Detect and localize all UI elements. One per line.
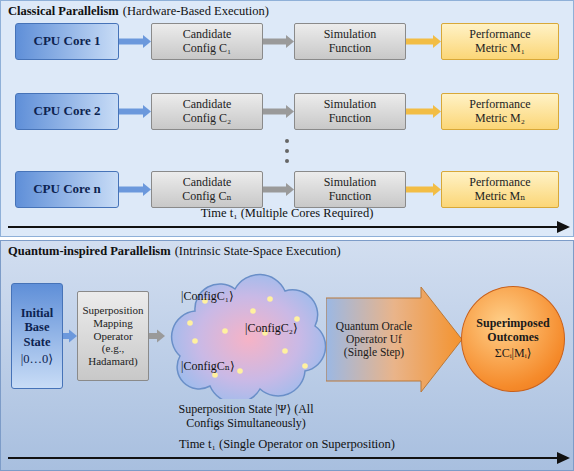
function-box: Simulation Function [294, 171, 406, 208]
panel-title: Quantum-inspired Parallelism (Intrinsic S… [8, 244, 341, 259]
box-label: Simulation Function [314, 98, 386, 126]
metric-box: Performance Metric M₂ [441, 93, 559, 130]
metric-box: Performance Metric Mₙ [441, 171, 559, 208]
state-ket: |ConfigC₁⟩ [181, 289, 234, 304]
box-label: Simulation Function [314, 28, 386, 56]
config-box: Candidate Config C₁ [151, 23, 263, 60]
box-label: ΣCᵢ|Mᵢ⟩ [495, 347, 532, 361]
panel-region: Quantum-inspired Parallelism (Intrinsic S… [0, 240, 574, 471]
function-box: Simulation Function [294, 93, 406, 130]
flow-arrow [63, 330, 77, 343]
state-ket: |ConfigCₙ⟩ [181, 359, 235, 374]
box-label: Candidate Config Cₙ [171, 176, 243, 204]
box-label: |0…0⟩ [21, 352, 53, 366]
box-label: Simulation Function [314, 176, 386, 204]
box-label: CPU Core n [33, 182, 101, 197]
flow-arrow [119, 183, 151, 196]
box-label: Initial Base State [12, 306, 62, 349]
flow-arrow [149, 330, 165, 343]
panel-title: Classical Parallelism (Hardware-Based Exe… [8, 4, 269, 19]
superposition-cloud: |ConfigC₁⟩|ConfigC₂⟩|ConfigCₙ⟩Superposit… [165, 271, 327, 399]
cpu-core-box: CPU Core 2 [15, 93, 119, 130]
box-label: CPU Core 2 [34, 104, 101, 119]
function-box: Simulation Function [294, 23, 406, 60]
box-label: Performance Metric M₁ [458, 28, 542, 56]
cpu-core-box: CPU Core n [15, 171, 119, 208]
flow-arrow [119, 105, 151, 118]
cloud-caption: Superposition State |Ψ⟩ (All Configs Sim… [165, 402, 327, 431]
panel-title-sub: (Intrinsic State-Space Execution) [175, 244, 341, 258]
outcome-circle: Superimposed OutcomesΣCᵢ|Mᵢ⟩ [461, 286, 565, 392]
time-axis-label: Time t₁ (Multiple Cores Required) [0, 206, 574, 221]
panel-title-sub: (Hardware-Based Execution) [123, 4, 269, 18]
box-label: CPU Core 1 [34, 34, 101, 49]
box-label: Performance Metric M₂ [458, 98, 542, 126]
flow-arrow [263, 35, 294, 48]
box-label: Candidate Config C₁ [171, 28, 243, 56]
flow-arrow [263, 105, 294, 118]
panel-region: Classical Parallelism (Hardware-Based Exe… [0, 0, 574, 237]
time-axis-label: Time t₁ (Single Operator on Superpositio… [0, 437, 574, 452]
flow-arrow [119, 35, 151, 48]
box-label: Candidate Config C₂ [171, 98, 243, 126]
box-label: Superimposed Outcomes [470, 317, 556, 345]
state-ket: |ConfigC₂⟩ [245, 321, 298, 336]
oracle-arrow: Quantum Oracle Operator Uf (Single Step) [326, 286, 463, 393]
cpu-core-box: CPU Core 1 [15, 23, 119, 60]
config-box: Candidate Config Cₙ [151, 171, 263, 208]
config-box: Candidate Config C₂ [151, 93, 263, 130]
state-box: Initial Base State |0…0⟩ [11, 283, 63, 389]
panel-title-main: Classical Parallelism [8, 4, 119, 18]
oracle-text-area: Quantum Oracle Operator Uf (Single Step) [330, 286, 418, 393]
flow-arrow [406, 105, 441, 118]
operator-label: Quantum Oracle Operator Uf (Single Step) [330, 320, 418, 360]
flow-arrow [263, 183, 294, 196]
flow-arrow [406, 35, 441, 48]
flow-arrow [406, 183, 441, 196]
box-label: Performance Metric Mₙ [458, 176, 542, 204]
metric-box: Performance Metric M₁ [441, 23, 559, 60]
panel-title-main: Quantum-inspired Parallelism [8, 244, 171, 258]
box-label: Superposition Mapping Operator (e.g., Ha… [81, 304, 145, 367]
operator-box: Superposition Mapping Operator (e.g., Ha… [77, 291, 149, 381]
